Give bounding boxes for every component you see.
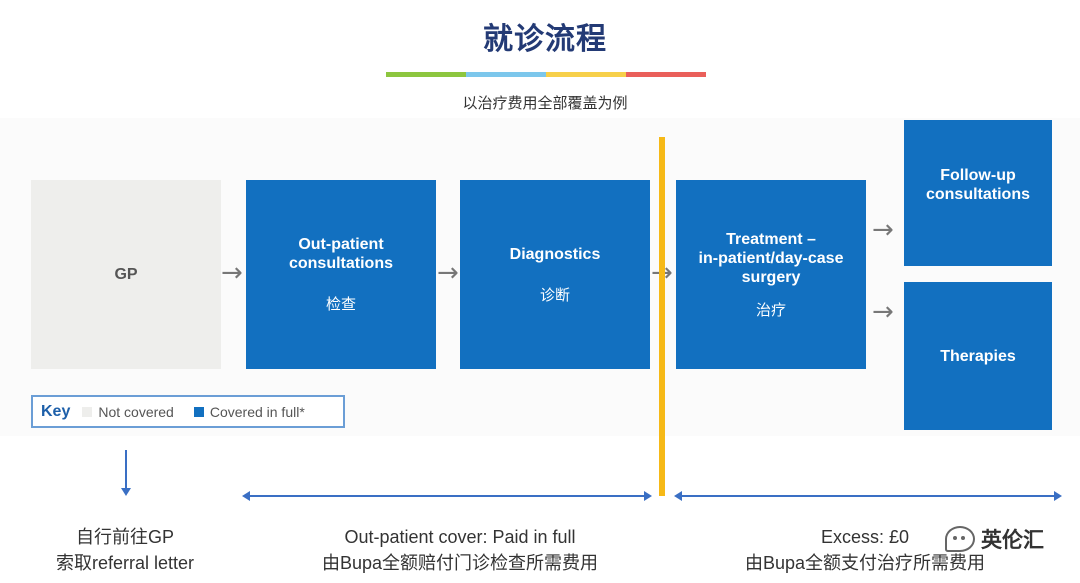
watermark: 英伦汇 xyxy=(945,524,1044,554)
caption-outpatient: Out-patient cover: Paid in full 由Bupa全额赔… xyxy=(280,524,640,576)
box-gp: GP xyxy=(31,180,221,369)
page-title: 就诊流程 xyxy=(483,23,607,56)
watermark-text: 英伦汇 xyxy=(981,529,1044,552)
caption-excess-line1: Excess: £0 xyxy=(820,527,910,547)
swatch-not-covered xyxy=(82,406,93,417)
caption-gp-line1: 自行前往GP xyxy=(75,527,174,547)
box-therapies-label: Therapies xyxy=(940,347,1016,365)
caption-excess-line2: 由Bupa全额支付治疗所需费用 xyxy=(744,553,986,573)
box-diagnostics-sub: 诊断 xyxy=(539,286,570,304)
box-diagnostics: Diagnostics 诊断 xyxy=(460,180,650,369)
caption-excess: Excess: £0 由Bupa全额支付治疗所需费用 xyxy=(735,524,995,576)
box-therapies: Therapies xyxy=(904,282,1052,430)
box-gp-label: GP xyxy=(114,266,138,283)
box-outpatient-sub: 检查 xyxy=(325,296,356,313)
legend-key-title: Key xyxy=(41,402,71,420)
box-diagnostics-label: Diagnostics xyxy=(509,245,601,263)
legend-not-covered-label: Not covered xyxy=(98,403,174,420)
caption-outpatient-line2: 由Bupa全额赔付门诊检查所需费用 xyxy=(321,553,599,573)
legend-item-covered: Covered in full* xyxy=(193,403,305,420)
right-arrow-icon: → xyxy=(437,258,459,288)
excess-divider-line xyxy=(659,137,665,496)
treatment-range-arrow xyxy=(674,491,1062,501)
swatch-covered xyxy=(193,406,204,417)
title-bar-yellow xyxy=(546,72,626,77)
title-bar-red xyxy=(626,72,706,77)
right-arrow-icon: → xyxy=(872,297,894,327)
subtitle: 以治疗费用全部覆盖为例 xyxy=(462,95,628,112)
legend-key: Key Not covered Covered in full* xyxy=(31,395,345,428)
right-arrow-icon: → xyxy=(221,258,243,288)
wechat-icon xyxy=(945,526,975,552)
caption-gp-line2: 索取referral letter xyxy=(55,553,195,573)
outpatient-range-arrow xyxy=(242,491,652,501)
down-arrow-head xyxy=(121,488,131,496)
legend-item-not-covered: Not covered xyxy=(82,403,174,420)
legend-covered-label: Covered in full* xyxy=(209,403,305,420)
right-arrow-icon: → xyxy=(872,215,894,245)
down-arrow-icon xyxy=(125,450,127,490)
title-bar-blue xyxy=(466,72,546,77)
title-color-bar xyxy=(386,72,706,77)
box-treatment-sub: 治疗 xyxy=(755,301,786,319)
caption-outpatient-line1: Out-patient cover: Paid in full xyxy=(344,527,576,547)
caption-gp: 自行前往GP 索取referral letter xyxy=(40,524,210,576)
title-bar-green xyxy=(386,72,466,77)
